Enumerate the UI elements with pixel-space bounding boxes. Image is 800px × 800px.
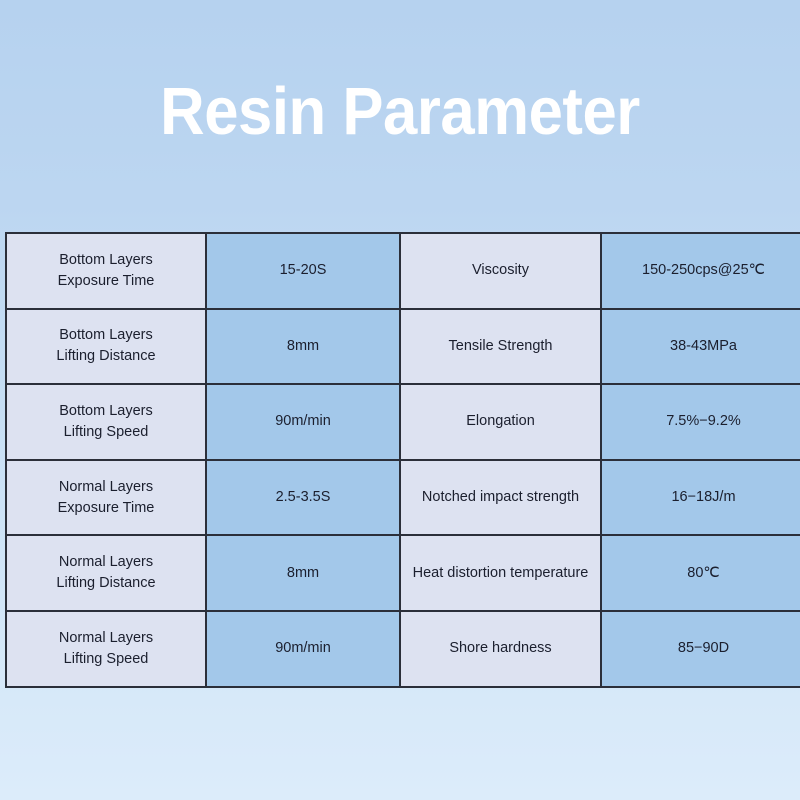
parameter-value-elongation: 7.5%−9.2% xyxy=(600,383,800,461)
parameter-value-heat-distortion-temperature: 80℃ xyxy=(600,534,800,612)
label-line-1: Bottom Layers xyxy=(59,402,153,419)
parameter-value-bottom-lifting-distance: 8mm xyxy=(205,307,401,386)
parameter-label-elongation: Elongation xyxy=(399,383,602,461)
label-line-2: Lifting Speed xyxy=(63,650,149,667)
parameter-label-normal-lifting-distance: Normal Layers Lifting Distance xyxy=(5,534,207,612)
table-row: Normal Layers Lifting Speed 90m/min Shor… xyxy=(5,609,800,688)
parameter-label-notched-impact-strength: Notched impact strength xyxy=(399,458,602,537)
parameter-value-normal-exposure-time: 2.5-3.5S xyxy=(205,458,401,537)
table-row: Bottom Layers Lifting Distance 8mm Tensi… xyxy=(5,307,800,386)
parameter-label-tensile-strength: Tensile Strength xyxy=(399,307,602,386)
label-line-1: Normal Layers xyxy=(58,478,154,495)
parameter-value-bottom-lifting-speed: 90m/min xyxy=(205,383,401,461)
parameter-value-tensile-strength: 38-43MPa xyxy=(600,307,800,386)
parameter-value-bottom-exposure-time: 15-20S xyxy=(205,232,401,310)
parameter-value-notched-impact-strength: 16−18J/m xyxy=(600,458,800,537)
label-line-2: Lifting Distance xyxy=(56,348,156,365)
table-body: Bottom Layers Exposure Time 15-20S Visco… xyxy=(5,232,800,688)
label-line-1: Bottom Layers xyxy=(59,327,153,344)
label-line-2: Lifting Speed xyxy=(63,423,149,440)
parameter-label-bottom-lifting-distance: Bottom Layers Lifting Distance xyxy=(5,307,207,386)
label-line-1: Normal Layers xyxy=(58,629,154,646)
parameter-label-normal-exposure-time: Normal Layers Exposure Time xyxy=(5,458,207,537)
label-line-2: Lifting Distance xyxy=(56,575,156,592)
page-title: Resin Parameter xyxy=(160,74,640,149)
parameter-label-normal-lifting-speed: Normal Layers Lifting Speed xyxy=(5,609,207,688)
parameter-value-shore-hardness: 85−90D xyxy=(600,609,800,688)
table-row: Bottom Layers Lifting Speed 90m/min Elon… xyxy=(5,383,800,461)
parameter-value-normal-lifting-distance: 8mm xyxy=(205,534,401,612)
label-line-1: Normal Layers xyxy=(58,554,154,571)
resin-parameter-table: Bottom Layers Exposure Time 15-20S Visco… xyxy=(5,232,800,688)
parameter-label-shore-hardness: Shore hardness xyxy=(399,609,602,688)
table-row: Bottom Layers Exposure Time 15-20S Visco… xyxy=(5,232,800,310)
parameter-label-bottom-lifting-speed: Bottom Layers Lifting Speed xyxy=(5,383,207,461)
table-row: Normal Layers Lifting Distance 8mm Heat … xyxy=(5,534,800,612)
table-row: Normal Layers Exposure Time 2.5-3.5S Not… xyxy=(5,458,800,537)
label-line-2: Exposure Time xyxy=(57,499,155,516)
parameter-value-normal-lifting-speed: 90m/min xyxy=(205,609,401,688)
parameter-label-viscosity: Viscosity xyxy=(399,232,602,310)
parameter-label-bottom-exposure-time: Bottom Layers Exposure Time xyxy=(5,232,207,310)
label-line-2: Exposure Time xyxy=(57,272,155,289)
label-line-1: Bottom Layers xyxy=(59,251,153,268)
parameter-label-heat-distortion-temperature: Heat distortion temperature xyxy=(399,534,602,612)
parameter-value-viscosity: 150-250cps@25℃ xyxy=(600,232,800,310)
